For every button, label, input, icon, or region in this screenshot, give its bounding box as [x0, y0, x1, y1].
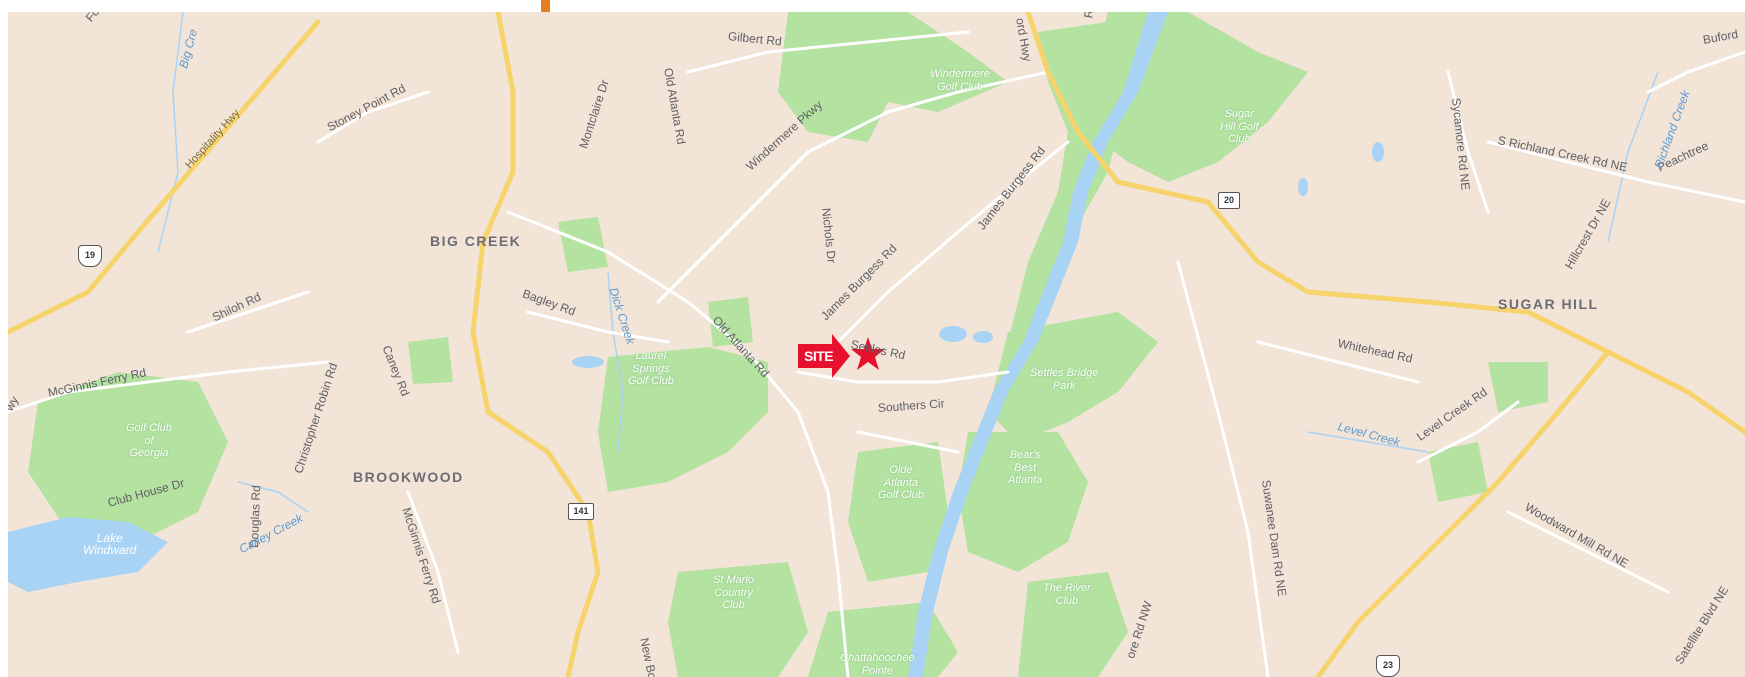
- road-shiloh: [186, 290, 310, 334]
- road-bagley: [526, 310, 670, 344]
- road-whitehead: [1256, 340, 1420, 384]
- hwy-23: [1315, 349, 1611, 677]
- richland-creek-stream: [1607, 71, 1659, 243]
- pond-4: [1372, 142, 1384, 162]
- label-sugar-hill-golf-club: Sugar Hill Golf Club: [1220, 108, 1259, 146]
- road-windermere-pkwy: [656, 70, 1050, 304]
- road-sycamore: [1446, 70, 1490, 214]
- label-the-river-club: The River Club: [1043, 582, 1091, 607]
- road-james-burgess: [826, 140, 1070, 354]
- orange-accent-tab: [541, 0, 550, 12]
- label-windermere-golf-club: Windermere Golf Club: [930, 68, 990, 93]
- park-olde-atlanta: [848, 442, 948, 582]
- park-small-bigcreek: [558, 217, 608, 272]
- big-creek-stream: [157, 12, 184, 253]
- lake-windward: [8, 517, 168, 592]
- label-chattahoochee-pointe: Chattahoochee Pointe: [840, 652, 915, 677]
- road-richland-creek: [1486, 140, 1745, 204]
- label-olde-atlanta-golf-club: Olde Atlanta Golf Club: [878, 464, 924, 502]
- level-creek-stream: [1307, 431, 1429, 453]
- park-small-southeast: [1428, 442, 1488, 502]
- park-small-east: [1488, 362, 1548, 412]
- park-laurel-springs: [598, 347, 768, 492]
- creeks-layer: [157, 12, 1659, 513]
- road-mcginnis-ferry: [8, 360, 330, 414]
- site-marker[interactable]: SITE: [798, 334, 888, 378]
- label-st-marlo-country-club: St Marlo Country Club: [713, 574, 754, 612]
- road-mcginnis-ferry-2: [406, 490, 460, 654]
- site-star-icon: [851, 337, 885, 370]
- map-graphics: [8, 12, 1745, 677]
- label-lake-windward: Lake Windward: [83, 531, 137, 557]
- hwy-141: [470, 12, 601, 677]
- area-brookwood: BROOKWOOD: [353, 469, 464, 485]
- road-old-atlanta: [506, 210, 850, 677]
- label-laurel-springs-golf-club: Laurel Springs Golf Club: [628, 350, 674, 388]
- road-suwanee-dam: [1176, 260, 1270, 677]
- road-southers: [856, 430, 960, 454]
- hwy-hospitality: [8, 19, 321, 335]
- road-settles: [796, 370, 1010, 384]
- park-st-marlo: [668, 562, 808, 677]
- parks-layer: [28, 12, 1548, 677]
- area-sugar-hill: SUGAR HILL: [1498, 296, 1599, 312]
- road-level-creek: [1416, 400, 1520, 464]
- road-buford: [1646, 50, 1745, 94]
- chattahoochee-river: [908, 12, 1168, 677]
- dick-creek-stream: [607, 271, 624, 453]
- area-big-creek: BIG CREEK: [430, 233, 522, 249]
- highways-layer: [8, 12, 1745, 677]
- park-bears-best: [958, 432, 1088, 572]
- park-sugar-hill-golf: [1068, 12, 1308, 182]
- shield-us-19: 19: [78, 245, 102, 267]
- park-river-club: [1018, 572, 1128, 677]
- shield-sr-20: 20: [1218, 192, 1240, 209]
- caney-creek-stream: [237, 481, 309, 513]
- site-label: SITE: [804, 348, 834, 364]
- park-golf-club-georgia: [28, 372, 228, 542]
- road-gilbert: [686, 30, 970, 74]
- shield-us-23: 23: [1376, 655, 1400, 677]
- road-woodward-mill: [1506, 510, 1670, 594]
- site-arrow-icon: [798, 334, 850, 378]
- park-small-oldatl: [708, 297, 753, 347]
- roads-layer: [8, 30, 1745, 677]
- road-stoney-point: [316, 90, 430, 144]
- label-bears-best-atlanta: Bear's Best Atlanta: [1008, 449, 1043, 487]
- pond-3: [572, 356, 604, 368]
- map-canvas[interactable]: BIG CREEK BROOKWOOD SUGAR HILL Gilbert R…: [8, 12, 1745, 677]
- pond-5: [1298, 178, 1308, 196]
- label-golf-club-of-georgia: Golf Club of Georgia: [126, 422, 172, 460]
- pond-1: [939, 326, 967, 342]
- label-settles-bridge-park: Settles Bridge Park: [1030, 367, 1099, 392]
- shield-sr-141: 141: [568, 503, 594, 520]
- park-river-corridor-north: [1008, 22, 1128, 352]
- hwy-20: [1025, 12, 1745, 435]
- pond-2: [973, 331, 993, 343]
- park-small-caney: [408, 337, 453, 384]
- water-layer: [8, 12, 1384, 677]
